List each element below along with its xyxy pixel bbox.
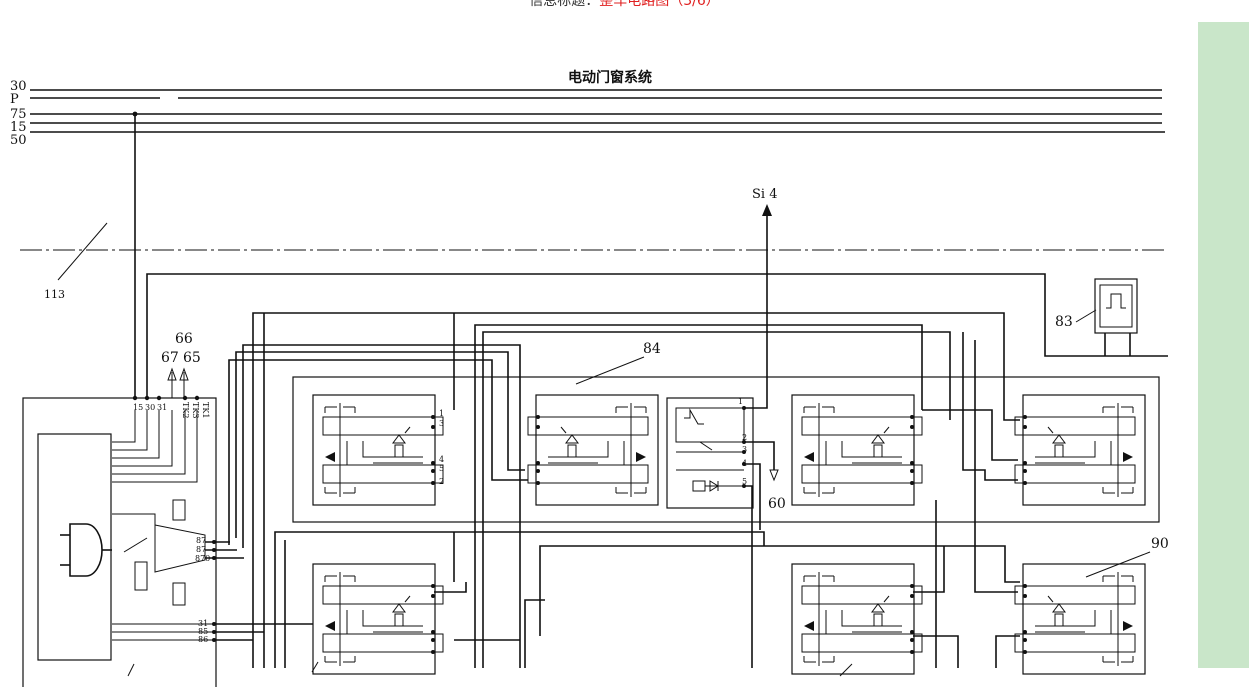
module-pin-31: 31 — [157, 403, 167, 412]
switch-mirror-b — [1014, 394, 1146, 506]
upper-wires — [228, 312, 1020, 668]
label-si4: Si 4 — [752, 187, 777, 202]
rail-label-15: 15 — [10, 120, 27, 135]
tk-label-3: TK3 — [191, 402, 200, 418]
bottom-pin-86: 86 — [198, 635, 208, 644]
sw-pin-5: 5 — [439, 464, 444, 473]
sw-pin-2: 2 — [439, 477, 444, 486]
callout-66: 66 — [175, 331, 193, 347]
relay-pin-870: 870 — [195, 554, 210, 563]
rail-label-75: 75 — [10, 107, 27, 122]
right-sidebar — [1198, 22, 1249, 668]
center-module: 1 2 3 4 5 60 — [666, 397, 786, 668]
callout-67: 67 — [161, 350, 179, 366]
rail-label-p: P — [10, 92, 19, 107]
switch-rear-mirror — [1014, 563, 1146, 675]
sensor-83: 83 — [1055, 278, 1138, 356]
header-value: 整车电路图（3/6） — [599, 0, 720, 9]
bottom-pin-31: 31 — [198, 619, 208, 628]
header-label: 信息标题： — [529, 0, 600, 9]
callout-90: 90 — [1151, 536, 1169, 552]
center-pin-3: 3 — [742, 445, 747, 454]
sw-pin-3: 3 — [439, 419, 444, 428]
switch-mirror-a — [527, 394, 659, 506]
callout-113: 113 — [44, 288, 65, 301]
callout-60: 60 — [768, 496, 786, 512]
outputs-66-67-65: 66 67 65 — [161, 331, 201, 398]
page-header: 信息标题：整车电路图（3/6） — [0, 0, 1249, 11]
relay: 87 87 870 31 85 86 — [112, 499, 313, 644]
circuit-diagram: 电动门窗系统 30 P 75 15 50 113 Si 4 83 — [10, 69, 1169, 687]
switch-pin-labels: 1 3 4 5 2 — [439, 409, 444, 486]
power-rails: 30 P 75 15 50 — [10, 79, 1165, 148]
callout-65: 65 — [183, 350, 201, 366]
lower-wires — [274, 531, 1020, 668]
module-pin-15: 15 — [133, 403, 143, 412]
rail-label-30: 30 — [10, 79, 27, 94]
module-pin-30: 30 — [145, 403, 155, 412]
center-pin-1: 1 — [738, 397, 743, 406]
sw-pin-1: 1 — [439, 409, 444, 418]
wire-loop-83 — [146, 273, 1168, 400]
arrow-si4 — [762, 204, 772, 216]
sw-pin-4: 4 — [439, 455, 444, 464]
tk-label-1: TK1 — [201, 402, 210, 418]
diagram-title: 电动门窗系统 — [568, 69, 652, 86]
switch-front-left — [312, 394, 444, 506]
callout-84: 84 — [643, 341, 661, 357]
center-pin-2: 2 — [742, 433, 747, 442]
control-module: 15 30 31 TK2 TK3 TK1 — [22, 395, 217, 687]
relay-pin-87-b: 87 — [196, 545, 206, 554]
relay-pin-87-a: 87 — [196, 536, 206, 545]
switch-front-right — [791, 394, 923, 506]
switch-rear-left — [312, 563, 444, 675]
callout-83: 83 — [1055, 314, 1073, 330]
switch-rear-right — [791, 563, 923, 675]
center-pin-5: 5 — [742, 477, 747, 486]
bottom-pin-85: 85 — [198, 627, 208, 636]
switch-group-84 — [292, 376, 1160, 523]
leader-113 — [57, 222, 108, 281]
rail-label-50: 50 — [10, 133, 27, 148]
